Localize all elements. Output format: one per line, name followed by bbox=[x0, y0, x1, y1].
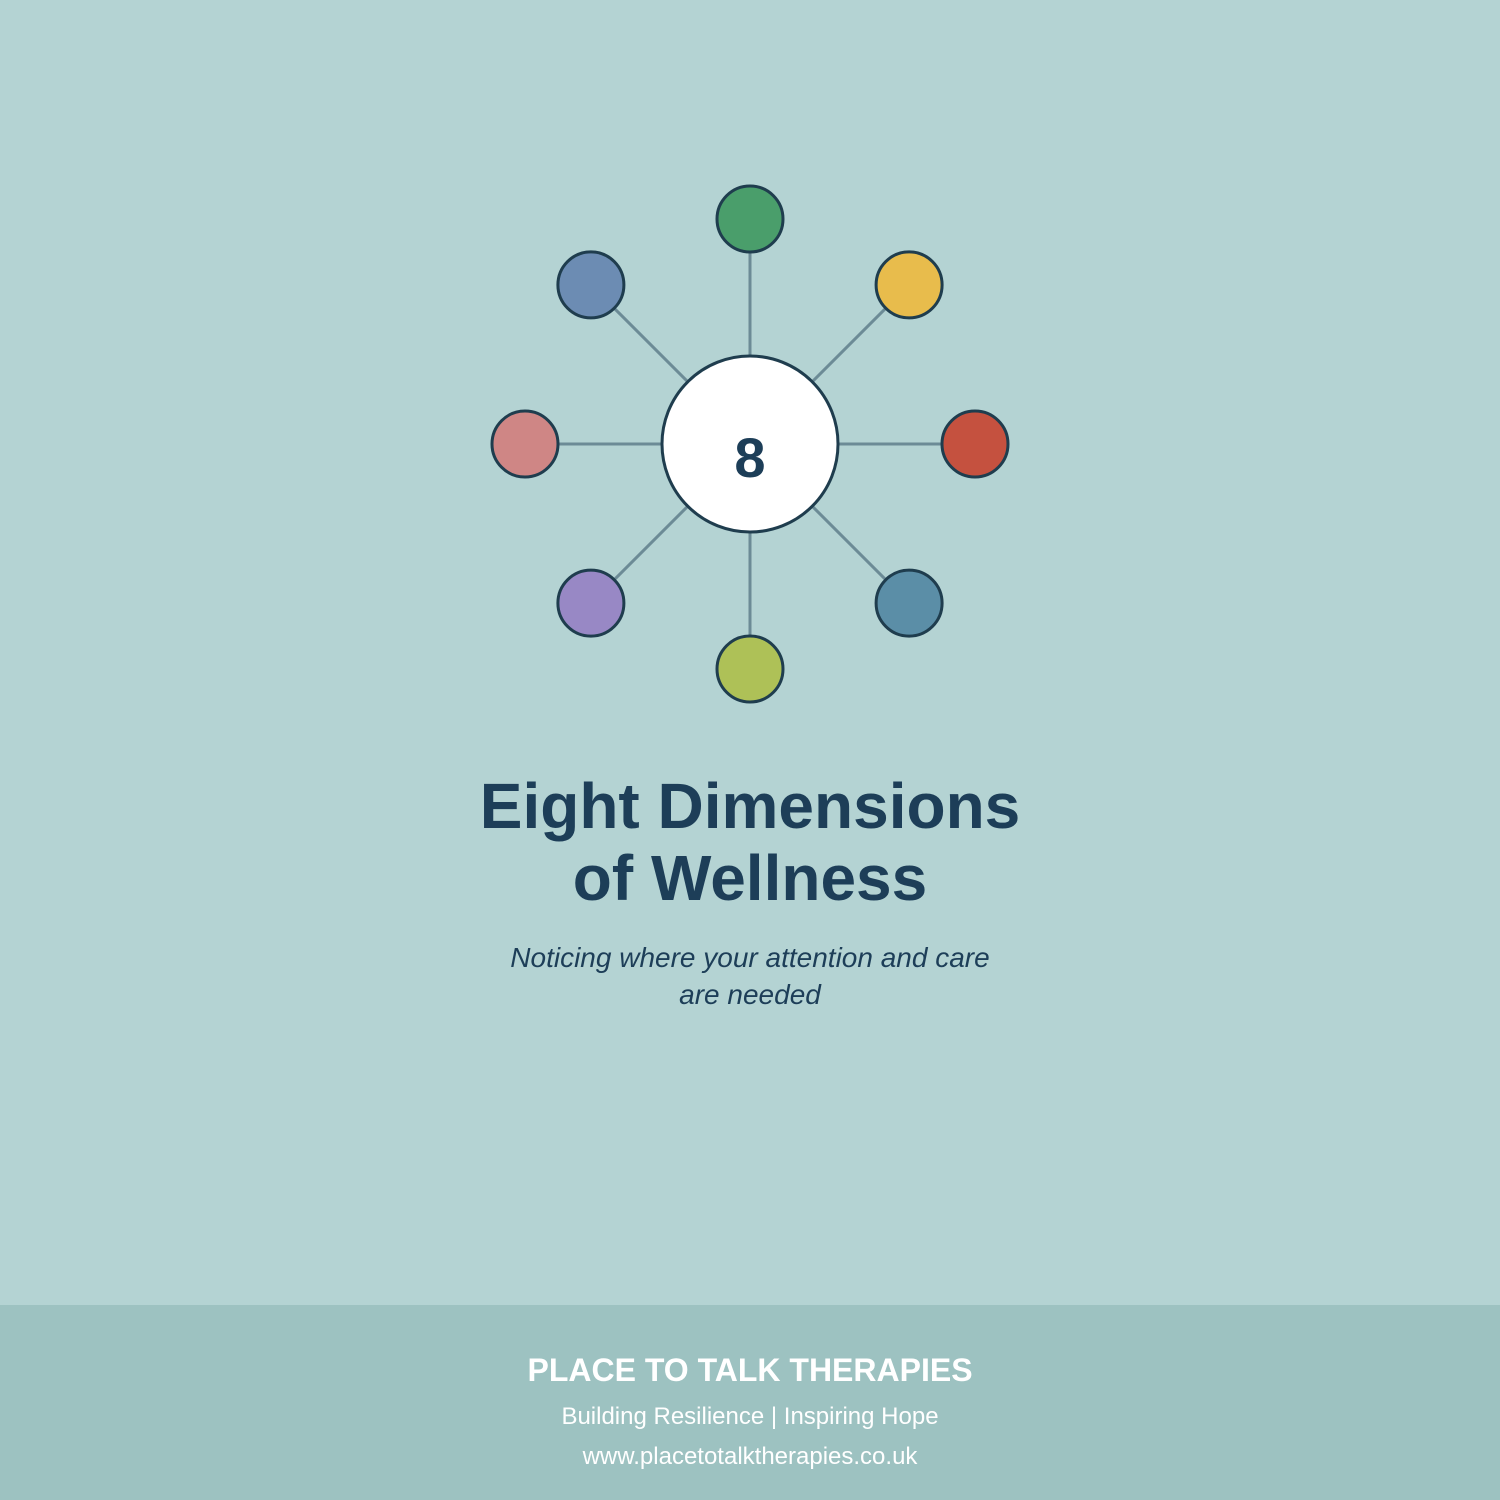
footer-tagline: Building Resilience | Inspiring Hope bbox=[561, 1403, 939, 1430]
dimension-node-top-right bbox=[874, 250, 944, 320]
hub-circle bbox=[660, 354, 840, 534]
page-subtitle-line-2: are needed bbox=[679, 979, 821, 1010]
dimension-node-top bbox=[715, 184, 785, 254]
page-title: Eight Dimensions of Wellness bbox=[0, 770, 1500, 914]
dimension-node-left bbox=[490, 409, 560, 479]
dimension-node-right bbox=[940, 409, 1010, 479]
page-title-line-1: Eight Dimensions bbox=[479, 770, 1021, 842]
hub-number-label: 8 bbox=[734, 426, 765, 489]
main-panel: 8 Eight Dimensions of Wellness Noticing … bbox=[0, 0, 1500, 1305]
page-title-line-2: of Wellness bbox=[572, 842, 928, 914]
dimension-node-bottom-right bbox=[874, 568, 944, 638]
footer-brand-name: PLACE TO TALK THERAPIES bbox=[527, 1352, 973, 1388]
footer-website-link[interactable]: www.placetotalktherapies.co.uk bbox=[582, 1443, 918, 1470]
dimension-node-top-left bbox=[556, 250, 626, 320]
footer: PLACE TO TALK THERAPIES Building Resilie… bbox=[0, 1305, 1500, 1500]
wellness-wheel-diagram: 8 bbox=[490, 184, 1010, 704]
dimension-node-bottom-left bbox=[556, 568, 626, 638]
page-subtitle: Noticing where your attention and care a… bbox=[0, 939, 1500, 1013]
page-subtitle-line-1: Noticing where your attention and care bbox=[510, 942, 990, 973]
dimension-nodes bbox=[490, 184, 1010, 704]
dimension-node-bottom bbox=[715, 634, 785, 704]
